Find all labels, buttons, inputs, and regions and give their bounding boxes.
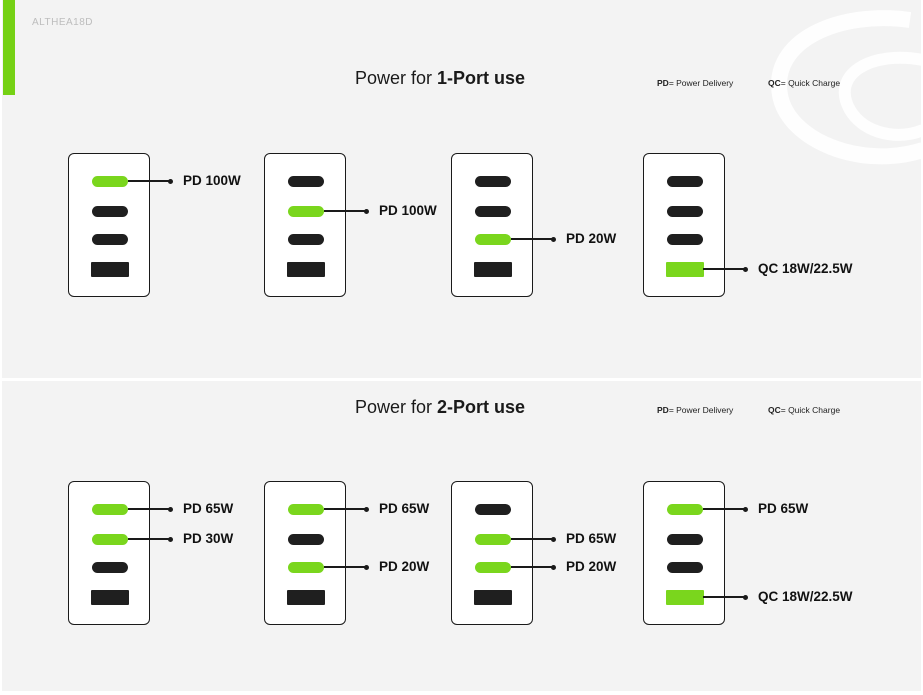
callout-line	[511, 566, 553, 568]
section-2-title: Power for 2-Port use	[354, 397, 526, 417]
usb-c-port	[667, 504, 703, 515]
usb-c-port	[288, 504, 324, 515]
power-output-label: PD 100W	[183, 173, 241, 188]
callout-dot	[364, 506, 369, 512]
charger-diagram	[264, 481, 346, 625]
power-output-label: PD 20W	[566, 559, 617, 574]
callout-dot	[743, 506, 748, 512]
power-output-label: PD 20W	[566, 231, 617, 246]
callout-dot	[168, 178, 173, 184]
usb-a-port	[287, 590, 325, 605]
callout-line	[703, 508, 745, 510]
legend-pd: PD= Power Delivery	[657, 405, 734, 415]
section-divider	[0, 378, 923, 381]
usb-c-port	[475, 562, 511, 573]
power-output-label: PD 30W	[183, 531, 234, 546]
usb-c-port	[667, 534, 703, 545]
usb-a-port	[91, 262, 129, 277]
charger-diagram	[68, 153, 150, 297]
usb-c-port	[288, 534, 324, 545]
usb-c-port	[288, 562, 324, 573]
charger-diagram	[264, 153, 346, 297]
power-output-label: PD 65W	[758, 501, 809, 516]
callout-dot	[743, 594, 748, 600]
power-output-label: QC 18W/22.5W	[758, 589, 853, 604]
usb-c-port	[92, 562, 128, 573]
usb-a-port	[91, 590, 129, 605]
callout-dot	[364, 564, 369, 570]
legend-pd: PD= Power Delivery	[657, 78, 734, 88]
callout-dot	[168, 536, 173, 542]
charger-diagram	[643, 481, 725, 625]
usb-a-port	[287, 262, 325, 277]
callout-dot	[168, 506, 173, 512]
power-output-label: QC 18W/22.5W	[758, 261, 853, 276]
charger-diagram	[451, 153, 533, 297]
usb-c-port	[92, 504, 128, 515]
power-output-label: PD 65W	[183, 501, 234, 516]
power-output-label: PD 65W	[566, 531, 617, 546]
usb-c-port	[92, 176, 128, 187]
usb-c-port	[475, 176, 511, 187]
callout-dot	[364, 208, 369, 214]
power-output-label: PD 65W	[379, 501, 430, 516]
usb-a-port	[666, 590, 704, 605]
usb-c-port	[667, 176, 703, 187]
charger-diagram	[643, 153, 725, 297]
callout-line	[128, 180, 170, 182]
callout-dot	[551, 564, 556, 570]
usb-c-port	[667, 234, 703, 245]
charger-diagram	[451, 481, 533, 625]
usb-c-port	[92, 234, 128, 245]
usb-c-port	[288, 176, 324, 187]
usb-c-port	[288, 234, 324, 245]
callout-line	[511, 238, 553, 240]
power-output-label: PD 20W	[379, 559, 430, 574]
usb-a-port	[666, 262, 704, 277]
power-output-label: PD 100W	[379, 203, 437, 218]
callout-dot	[551, 536, 556, 542]
charger-diagram	[68, 481, 150, 625]
callout-dot	[743, 266, 748, 272]
callout-line	[324, 566, 366, 568]
callout-line	[511, 538, 553, 540]
callout-dot	[551, 236, 556, 242]
usb-c-port	[667, 206, 703, 217]
callout-line	[324, 508, 366, 510]
usb-c-port	[475, 206, 511, 217]
usb-c-port	[475, 534, 511, 545]
usb-c-port	[667, 562, 703, 573]
callout-line	[703, 268, 745, 270]
callout-line	[703, 596, 745, 598]
section-1-title: Power for 1-Port use	[354, 68, 526, 88]
usb-c-port	[92, 534, 128, 545]
legend-qc: QC= Quick Charge	[768, 78, 841, 88]
usb-c-port	[288, 206, 324, 217]
brand-accent-bar	[3, 0, 15, 95]
usb-a-port	[474, 262, 512, 277]
callout-line	[324, 210, 366, 212]
usb-c-port	[92, 206, 128, 217]
watermark-text: ALTHEA18D	[32, 17, 94, 28]
callout-line	[128, 538, 170, 540]
callout-line	[128, 508, 170, 510]
usb-c-port	[475, 504, 511, 515]
usb-c-port	[475, 234, 511, 245]
legend-qc: QC= Quick Charge	[768, 405, 841, 415]
brand-swirl-graphic	[771, 10, 923, 165]
usb-a-port	[474, 590, 512, 605]
